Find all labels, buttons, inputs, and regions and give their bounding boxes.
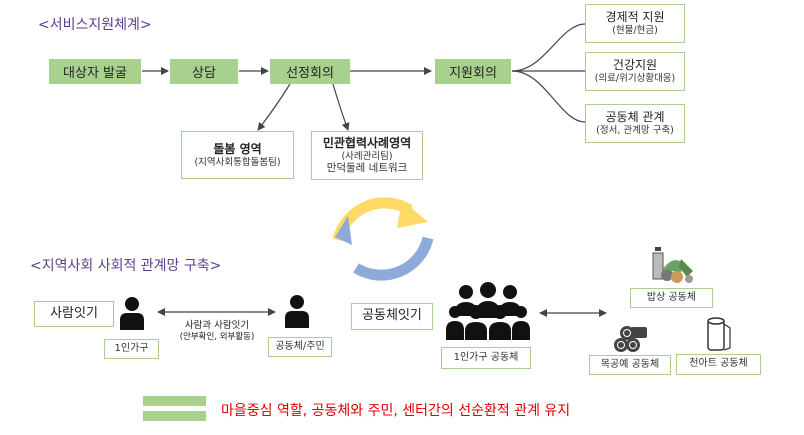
woodcraft-community-box: 목공예 공동체 xyxy=(589,355,671,375)
support-economic: 경제적 지원 (현물/현금) xyxy=(585,4,685,43)
person-link-caption: 사람과 사람잇기 (안부확인, 외부활동) xyxy=(165,320,269,343)
resident-person-icon xyxy=(285,295,309,328)
people-link-label-box: 사람잇기 xyxy=(34,301,114,327)
single-person-label: 1인가구 xyxy=(114,342,149,354)
single-person-icon xyxy=(120,297,144,330)
section1-heading: <서비스지원체계> xyxy=(38,17,152,33)
single-person-box: 1인가구 xyxy=(104,339,159,359)
section2-heading: <지역사회 사회적 관계망 구축> xyxy=(30,258,222,274)
meal-community-label: 밥상 공동체 xyxy=(646,291,697,303)
person-link-caption-sub: (안부확인, 외부활동) xyxy=(179,332,255,343)
group-people-icon xyxy=(446,282,530,340)
partner-area-box: 민관협력사례영역 (사례관리팀) 만덕둘레 네트워크 xyxy=(311,131,423,180)
support-health: 건강지원 (의료/위기상황대응) xyxy=(585,52,685,91)
cycle-icon xyxy=(332,197,434,281)
care-area-title: 돌봄 영역 xyxy=(213,141,262,156)
group-box: 1인가구 공동체 xyxy=(441,347,531,369)
support-community-title: 공동체 관계 xyxy=(605,110,665,125)
partner-area-line2: (사례관리팀) xyxy=(341,150,393,162)
arrow-to-partner xyxy=(332,83,350,131)
fabric-community-box: 천아트 공동체 xyxy=(676,354,761,375)
arrow-to-care xyxy=(257,83,291,131)
food-icon xyxy=(652,247,693,283)
person-link-caption-title: 사람과 사람잇기 xyxy=(184,320,250,331)
legend-swatch-top xyxy=(143,396,206,406)
step-selection-meeting: 선정회의 xyxy=(270,59,350,84)
partner-area-title: 민관협력사례영역 xyxy=(322,135,412,150)
resident-box: 공동체/주민 xyxy=(268,337,332,357)
step-discovery: 대상자 발굴 xyxy=(49,59,141,84)
care-area-box: 돌봄 영역 (지역사회통합돌봄팀) xyxy=(181,131,294,179)
branch-economic xyxy=(511,23,586,72)
fabric-roll-icon xyxy=(707,317,731,351)
support-community-sub: (정서, 관계망 구축) xyxy=(596,125,674,137)
step-counsel: 상담 xyxy=(170,59,238,84)
step-support-meeting: 지원회의 xyxy=(435,59,511,84)
community-link-label-box: 공동체잇기 xyxy=(351,303,433,330)
wood-logs-icon xyxy=(614,326,647,352)
group-label: 1인가구 공동체 xyxy=(453,351,519,363)
support-health-title: 건강지원 xyxy=(612,58,658,73)
resident-label: 공동체/주민 xyxy=(275,340,325,352)
community-link-label: 공동체잇기 xyxy=(362,308,422,324)
woodcraft-community-label: 목공예 공동체 xyxy=(600,358,660,370)
partner-area-line3: 만덕둘레 네트워크 xyxy=(326,162,408,175)
people-link-label: 사람잇기 xyxy=(50,305,98,321)
fabric-community-label: 천아트 공동체 xyxy=(689,358,748,370)
legend-text: 마을중심 역할, 공동체와 주민, 센터간의 선순환적 관계 유지 xyxy=(221,403,571,419)
legend-swatch-bottom xyxy=(143,411,206,421)
branch-community xyxy=(511,70,586,123)
support-economic-sub: (현물/현금) xyxy=(612,25,658,37)
support-economic-title: 경제적 지원 xyxy=(605,10,665,25)
support-health-sub: (의료/위기상황대응) xyxy=(594,73,676,85)
care-area-sub: (지역사회통합돌봄팀) xyxy=(194,156,281,168)
meal-community-box: 밥상 공동체 xyxy=(630,288,713,308)
support-community: 공동체 관계 (정서, 관계망 구축) xyxy=(585,104,685,143)
